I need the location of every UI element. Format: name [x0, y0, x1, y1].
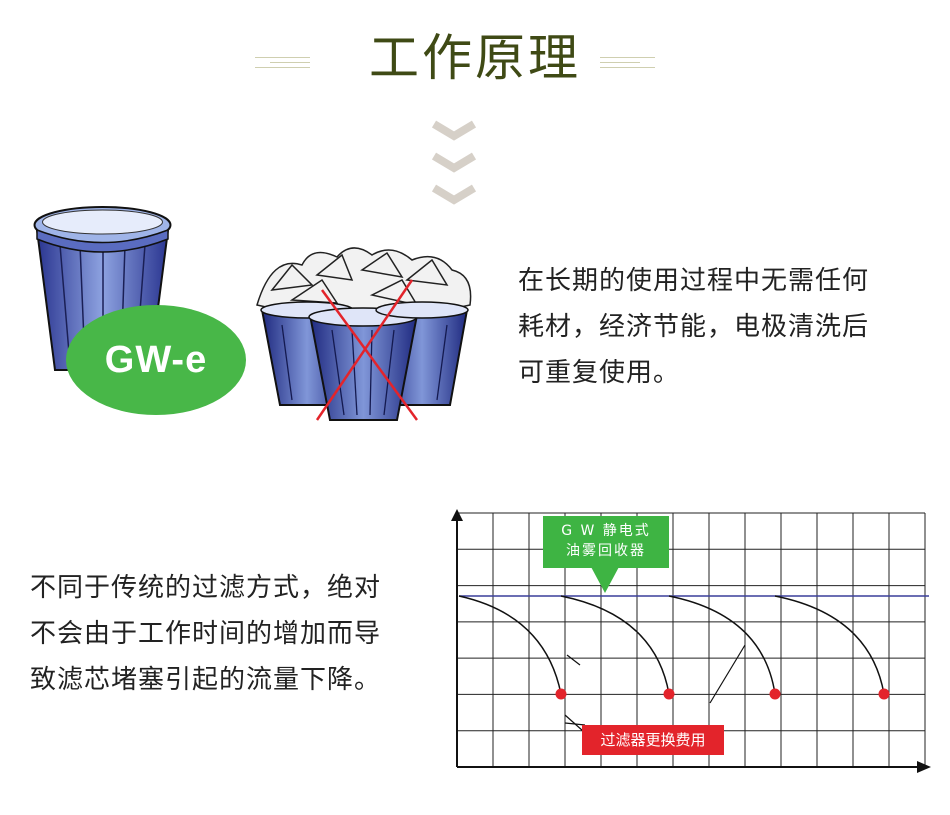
chart-y-axis-arrow — [451, 509, 463, 521]
section2-text: 不同于传统的过滤方式，绝对 不会由于工作时间的增加而导 致滤芯堵塞引起的流量下降… — [30, 565, 450, 703]
section2-line: 不同于传统的过滤方式，绝对 — [30, 573, 382, 603]
title-deco-left-line — [255, 57, 310, 58]
filter-replacement-point — [663, 688, 675, 700]
section1-text: 在长期的使用过程中无需任何 耗材，经济节能，电极清洗后 可重复使用。 — [518, 258, 938, 396]
page-title: 工作原理 — [369, 29, 581, 87]
section1-line: 耗材，经济节能，电极清洗后 — [518, 312, 870, 342]
section2-line: 致滤芯堵塞引起的流量下降。 — [30, 665, 382, 695]
filter-decay-curve — [668, 595, 776, 695]
callout-pointer-line — [566, 654, 581, 666]
filter-replacement-point — [769, 688, 781, 700]
flow-comparison-chart — [451, 509, 931, 773]
callout-pointer-line — [709, 644, 746, 704]
filter-replacement-cost-callout: 过滤器更换费用 — [582, 725, 724, 755]
section1-line: 可重复使用。 — [518, 358, 681, 388]
filter-replacement-point — [878, 688, 890, 700]
gw-callout-line: 油雾回收器 — [566, 543, 646, 559]
single-bucket-illustration — [33, 206, 172, 371]
crossed-out-filter-buckets-illustration — [256, 247, 472, 421]
chart-x-axis-arrow — [917, 761, 931, 773]
chart-grid — [457, 512, 926, 767]
section2-line: 不会由于工作时间的增加而导 — [30, 619, 382, 649]
down-chevrons-icon — [432, 120, 476, 205]
filter-decay-curve — [774, 595, 885, 695]
filter-replacement-point — [555, 688, 567, 700]
gw-callout-line: G W 静电式 — [561, 523, 651, 539]
title-deco-right-line — [600, 67, 655, 68]
title-deco-right-line — [600, 57, 655, 58]
title-deco-left-line — [270, 62, 310, 63]
gw-electrostatic-callout: G W 静电式 油雾回收器 — [543, 516, 669, 568]
filter-decay-curve — [560, 595, 670, 695]
title-deco-right-line — [600, 62, 640, 63]
section1-line: 在长期的使用过程中无需任何 — [518, 266, 870, 296]
callout-pointer-line — [564, 714, 584, 732]
gw-e-badge-label: GW-e — [104, 338, 208, 381]
filter-decay-curve — [458, 595, 562, 695]
title-deco-left-line — [255, 67, 310, 68]
gw-callout-pointer — [590, 565, 620, 593]
gw-e-badge: GW-e — [66, 305, 246, 415]
